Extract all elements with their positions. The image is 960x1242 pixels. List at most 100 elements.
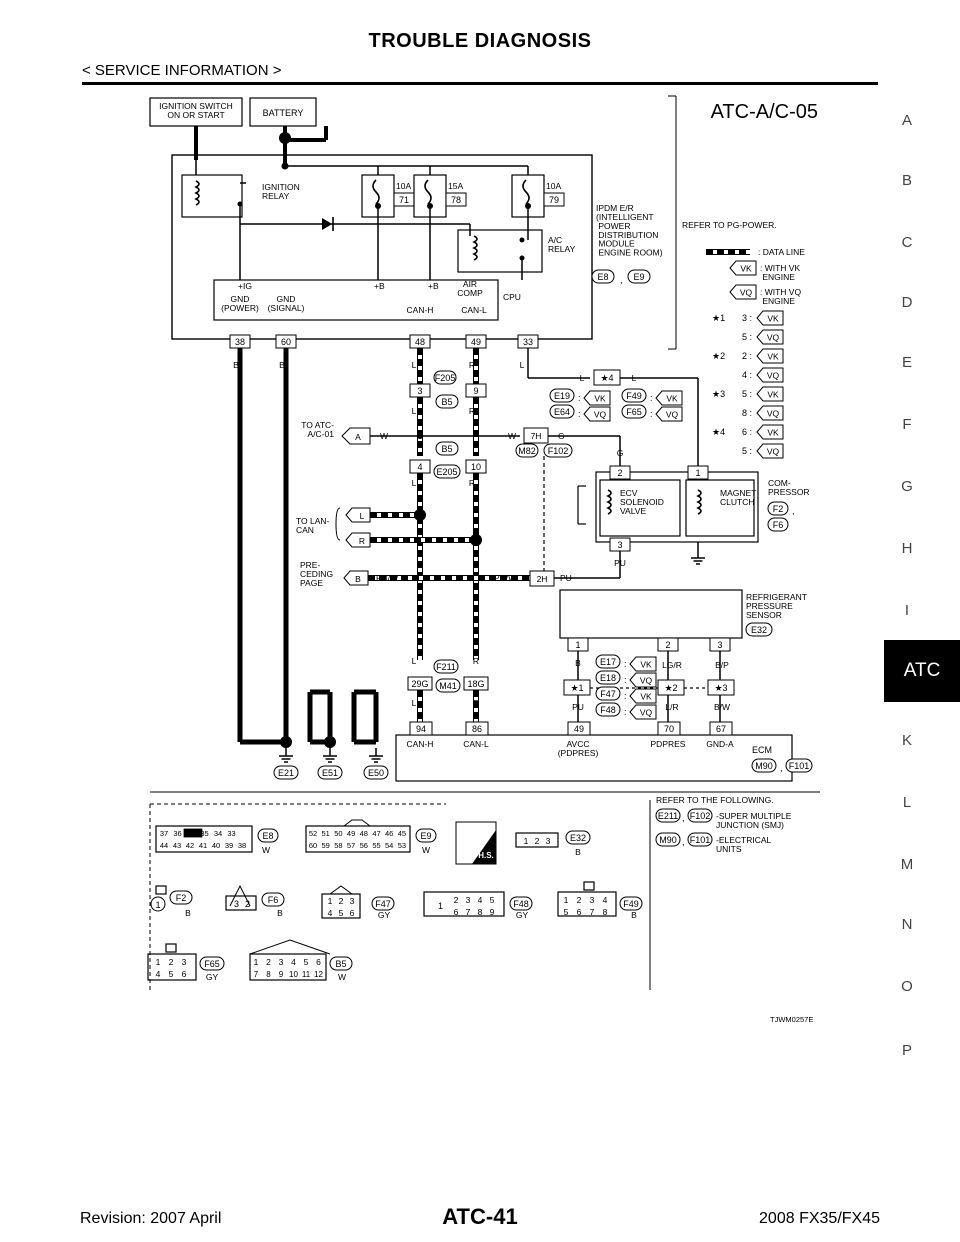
conn-f211-text: F211 [436,662,456,672]
fuse-amps-2: 10A [546,181,561,191]
ecm-table-E17 [595,654,621,669]
side-index-b[interactable]: B [901,172,912,189]
f49-pin: 6 [577,907,582,917]
diode [322,218,332,230]
side-index-e[interactable]: E [901,354,912,371]
f48-pin: 8 [478,907,483,917]
conn-f65-color: GY [206,972,219,982]
conn-e8 [257,828,279,843]
legend-star-variant [756,405,784,421]
legend-star-2: ★2 [712,351,725,361]
wl-b-38: B [233,360,239,370]
splice-canh [414,509,426,521]
ecm-table-variant-F47-text: VK [640,692,652,702]
wl-p: P [473,698,479,708]
side-index-n[interactable]: N [901,916,913,933]
conn-table-F49 [621,388,647,403]
ecm-term-86: CAN-L [463,739,489,749]
conn-b5-text: B5 [335,959,346,969]
legend-star-variant [756,424,784,440]
legend-star-1: ★1 [712,313,725,323]
conn-table-F65 [621,404,647,419]
f48-pin: 1 [438,901,443,911]
wl-l-star4: L [580,373,585,383]
side-index-active[interactable]: ATC [884,640,960,702]
b5-tab [249,939,331,955]
breadcrumb: < SERVICE INFORMATION > [82,62,282,79]
pin-29g-text: 29G [411,679,428,689]
side-index-g[interactable]: G [901,478,913,495]
ecm-term-67: GND-A [706,739,734,749]
legend-star-variant-text: VQ [767,333,780,343]
conn-table-E64-text: E64 [554,407,570,417]
ref-a-1 [655,832,681,847]
ecv-box [599,479,681,537]
gnd-e51-text: E51 [322,768,338,778]
label: , [780,763,783,773]
gnd-e50-text: E50 [368,768,384,778]
pin-9-text: 9 [473,386,478,396]
wl-r-49: R [469,360,475,370]
conn-f211 [433,659,459,674]
colon: : [578,393,581,403]
side-index-p[interactable]: P [901,1042,912,1059]
ecm-pin-67-text: 67 [716,724,726,734]
side-index-f[interactable]: F [902,416,912,433]
figure-id: TJWM0257E [770,1015,813,1024]
f48-pin: 7 [466,907,471,917]
ecm-table-F48-text: F48 [600,705,616,715]
label: : [624,675,627,685]
side-index-o[interactable]: O [901,978,913,995]
f49-pin: 7 [590,907,595,917]
ignition-relay-coil [194,180,200,206]
side-index-k[interactable]: K [901,732,912,749]
star3-text: ★3 [714,683,727,693]
conn-e205-text: E205 [436,467,457,477]
conn-m41-text: M41 [439,681,457,691]
side-index-m[interactable]: M [900,856,914,873]
f49-pin: 5 [564,907,569,917]
term-gnd-power: GND(POWER) [221,294,259,313]
f2-pin-1 [150,896,166,912]
side-index-l[interactable]: L [902,794,912,811]
wl-w: W [380,431,388,441]
wl-b-g1: B [237,712,243,722]
conn-e8-text: E8 [262,831,273,841]
legend-star-pin: 6 : [742,427,752,437]
conn-table-variant-E19-text: VK [594,394,606,404]
fuse-amps-0: 10A [396,181,411,191]
conn-f49 [619,896,643,911]
ecm-pin-49 [567,721,591,736]
legend-vk [729,260,757,276]
battery-label: BATTERY [263,108,304,118]
b5-pin: 4 [291,957,296,967]
ecm-pin-94 [409,721,433,736]
f49-pin: 8 [603,907,608,917]
b5-pin: 7 [254,970,259,979]
pin-3-text: 3 [417,386,422,396]
fuse-1 [424,179,432,205]
e9-pin: 50 [334,829,342,838]
side-index-d[interactable]: D [901,294,913,311]
ecm-table-F47-text: F47 [600,689,616,699]
ecm-pin-86 [465,721,489,736]
side-index-h[interactable]: H [901,540,913,557]
conn-f65-body [147,953,197,981]
side-index-a[interactable]: A [901,112,912,129]
wl-lr: L/R [665,702,678,712]
ecm-table-variant-E17-text: VK [640,660,652,670]
ignition-relay-box [181,174,243,218]
ipdm-pin-48-text: 48 [415,337,425,347]
ecm-conn-m90-text: M90 [755,761,773,771]
side-index-i[interactable]: I [904,602,910,619]
conn-f65-text: F65 [204,959,220,969]
side-index-c[interactable]: C [901,234,913,251]
ipdm-pin-33-text: 33 [523,337,533,347]
wl-l-33: L [520,360,525,370]
colon: : [650,409,653,419]
prec-b: B [355,574,361,584]
ecm-table-E18 [595,670,621,685]
legend-star-variant-text: VQ [767,447,780,457]
wl-g2: G [617,448,624,458]
